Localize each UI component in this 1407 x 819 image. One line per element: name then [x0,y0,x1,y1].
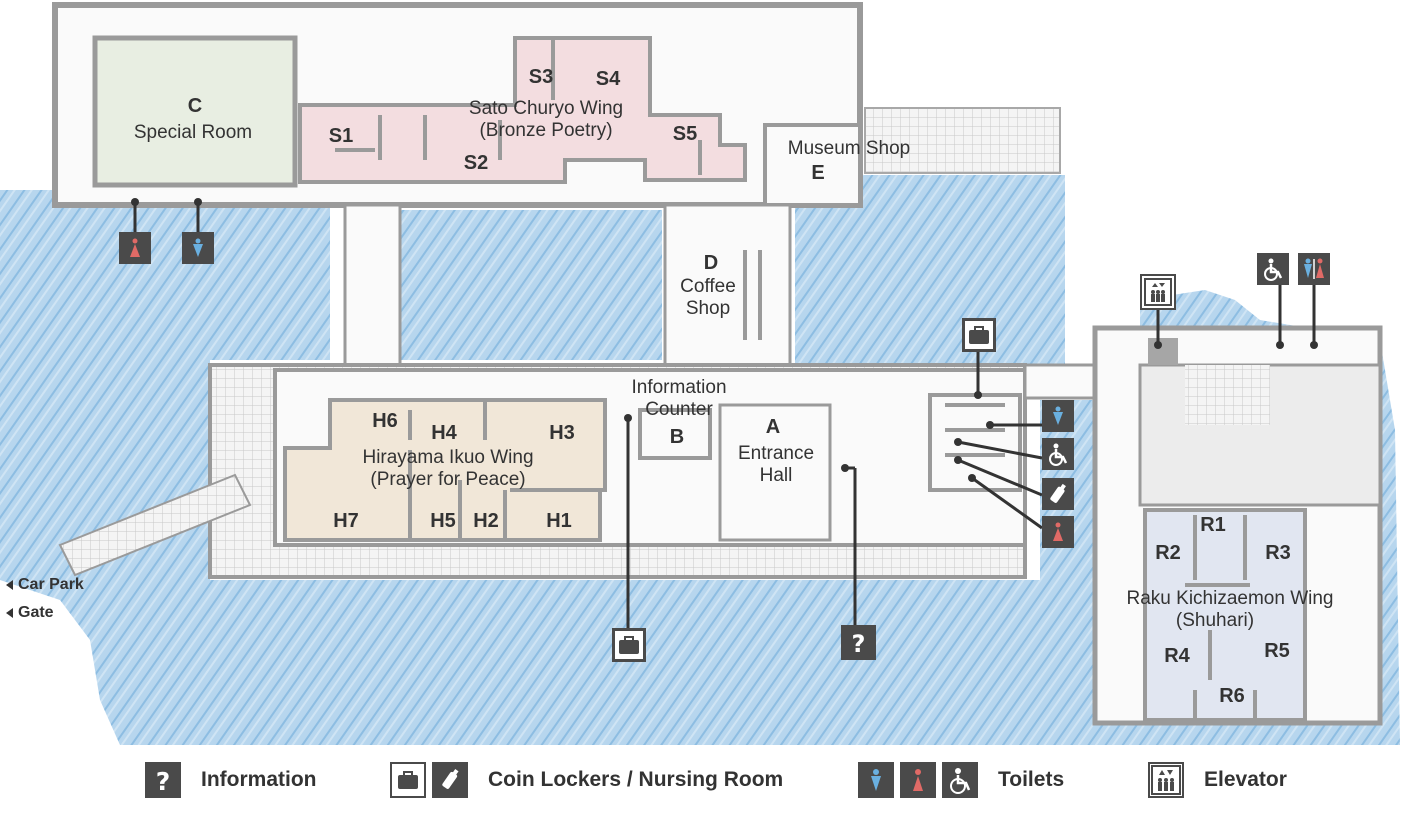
legend-information-label: Information [201,768,317,791]
entrance-hall-code: A [765,416,781,438]
west-corridor [343,203,402,367]
room-r6: R6 [1219,685,1245,707]
room-s2: S2 [463,152,489,174]
room-h2: H2 [473,510,499,532]
legend-toilets: Toilets [858,762,1064,798]
info-counter-code: B [669,426,685,448]
toilet-female-icon[interactable] [119,232,151,264]
toilet-male-icon [858,762,894,798]
room-h1: H1 [546,510,572,532]
legend-information: ? Information [145,762,317,798]
legend-toilets-label: Toilets [998,768,1065,791]
coin-locker-icon [390,762,426,798]
toilet-male-icon[interactable] [182,232,214,264]
courtyard-terrace [864,107,1061,174]
entrance-hall-label-2: Hall [759,465,793,486]
information-counter [638,408,712,460]
raku-wing-subtitle: (Shuhari) [1175,610,1255,631]
coin-locker-icon[interactable] [612,628,646,662]
raku-wing-title: Raku Kichizaemon Wing [1126,588,1334,609]
info-counter-label-1: Information [631,377,727,398]
legend-lockers-label: Coin Lockers / Nursing Room [488,768,784,791]
toilet-male-female-icon[interactable] [1298,253,1330,285]
access-ramp [58,473,252,577]
raku-wing [1143,508,1307,722]
svg-text:?: ? [852,630,866,658]
hirayama-wing [283,398,607,542]
room-h4: H4 [431,422,457,444]
museum-shop-label: Museum Shop [787,138,911,159]
wheelchair-icon[interactable] [1257,253,1289,285]
information-icon[interactable]: ? [841,625,876,660]
legend-elevator-label: Elevator [1204,768,1287,791]
coin-locker-icon[interactable] [962,318,996,352]
legend-lockers: Coin Lockers / Nursing Room [390,762,783,798]
room-s4: S4 [595,68,621,90]
legend-elevator: Elevator [1148,762,1287,798]
coffee-shop-label-2: Shop [685,298,731,319]
room-h3: H3 [549,422,575,444]
sato-wing-title: Sato Churyo Wing [468,98,624,119]
special-room [92,35,298,188]
pointer-dots [131,198,1318,482]
special-room-code: C [187,95,203,117]
stairs [1185,365,1270,425]
pointer-lines [133,202,1316,628]
hirayama-wing-subtitle: (Prayer for Peace) [370,469,526,490]
car-park-arrow-icon [6,580,13,590]
information-icon: ? [145,762,181,798]
entrance-hall [718,403,832,542]
room-h5: H5 [430,510,456,532]
sato-wing-subtitle: (Bronze Poetry) [479,120,613,141]
special-room-label: Special Room [133,122,253,143]
svg-text:?: ? [156,767,171,796]
room-r4: R4 [1164,645,1190,667]
toilet-female-icon[interactable] [1042,516,1074,548]
toilet-male-icon[interactable] [1042,400,1074,432]
room-h7: H7 [333,510,359,532]
gate-arrow-icon [6,608,13,618]
coffee-shop-label-1: Coffee [680,276,736,297]
gate-link[interactable]: Gate [18,604,54,621]
room-h6: H6 [372,410,398,432]
room-s1: S1 [328,125,354,147]
elevator-icon [1148,762,1184,798]
room-s5: S5 [672,123,698,145]
sato-wing [298,36,747,184]
room-r2: R2 [1155,542,1181,564]
room-r3: R3 [1265,542,1291,564]
toilet-female-icon [900,762,936,798]
room-r5: R5 [1264,640,1290,662]
entrance-hall-label-1: Entrance [737,443,815,464]
coffee-shop-code: D [703,252,719,274]
elevator-shaft [1148,338,1178,365]
elevator-icon[interactable] [1140,274,1176,310]
pond [0,190,1400,745]
coffee-shop [663,203,792,367]
nursing-room-icon [432,762,468,798]
info-counter-label-2: Counter [645,399,713,420]
wheelchair-icon [942,762,978,798]
room-r1: R1 [1200,514,1226,536]
car-park-link[interactable]: Car Park [18,576,84,593]
museum-shop [763,123,862,207]
wheelchair-icon[interactable] [1042,438,1074,470]
nursing-room-icon[interactable] [1042,478,1074,510]
museum-shop-code: E [811,162,825,184]
pond-north-left [400,210,662,360]
room-s3: S3 [528,66,554,88]
hirayama-wing-title: Hirayama Ikuo Wing [362,447,534,468]
